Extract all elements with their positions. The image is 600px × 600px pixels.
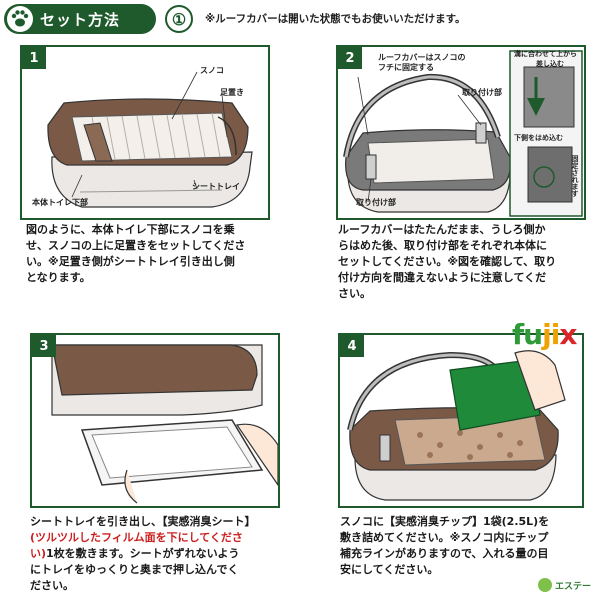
label-insert: 差し込む (536, 60, 564, 68)
label-sunoko: スノコ (200, 66, 224, 75)
label-toilet-base: 本体トイレ下部 (32, 198, 88, 207)
litter-box-illustration (47, 71, 253, 208)
step-3-line-3-rest: 1枚を敷きます。シートがずれないよう (46, 547, 240, 560)
label-sheet-tray: シートトレイ (192, 182, 240, 191)
step-1-panel: 1 スノコ 足置き 本体トイレ下部 シートトレイ (20, 45, 270, 220)
step-4-instructions: スノコに【実感消臭チップ】1袋(2.5L)を 敷き詰めてください。※スノコ内にチ… (340, 515, 550, 576)
label-press-bottom: 下側をはめ込む (514, 134, 563, 142)
label-groove: 溝に合わせて上から (514, 50, 577, 58)
step-1-number: 1 (22, 47, 46, 69)
section-number: ① (165, 5, 193, 33)
label-attach-left: 取り付け部 (356, 198, 396, 207)
step-2-panel: 2 ルーフカバーはスノコの フチに固定する 取り付け部 取り付け部 溝に合わせて… (336, 45, 586, 220)
footer-logo: エステー (538, 578, 591, 592)
footer-logo-icon (538, 578, 552, 592)
label-roof-fix-2: フチに固定する (378, 63, 434, 72)
step-3-number: 3 (32, 335, 56, 357)
label-attach-right: 取り付け部 (462, 88, 502, 97)
step-4-number: 4 (340, 335, 364, 357)
step-4-panel: 4 (338, 333, 584, 508)
litter-chips-illustration (347, 350, 566, 501)
roof-cover-illustration (343, 50, 583, 217)
sheet-tray-illustration (51, 344, 278, 504)
label-fixed: 固定されます (571, 155, 579, 197)
step-2-number: 2 (338, 47, 362, 69)
header-note: ※ルーフカバーは開いた状態でもお使いいただけます。 (205, 13, 466, 25)
step-2-instructions: ルーフカバーはたたんだまま、うしろ側か らはめた後、取り付け部をそれぞれ本体に … (338, 223, 557, 300)
header-badge: セット方法 (4, 4, 156, 34)
label-ashioki: 足置き (220, 88, 244, 97)
step-3-instructions: シートトレイを引き出し、【実感消臭シート】 (ツルツルしたフィルム面を下にしてく… (30, 515, 256, 592)
label-roof-fix-1: ルーフカバーはスノコの (378, 53, 466, 62)
page-title: セット方法 (40, 10, 121, 29)
step-1-instructions: 図のように、本体トイレ下部にスノコを乗 せ、スノコの上に足置きをセットしてくださ… (26, 223, 246, 284)
fujix-logo: fujix (512, 318, 577, 351)
paw-icon (7, 6, 33, 32)
step-3-panel: 3 (30, 333, 280, 508)
